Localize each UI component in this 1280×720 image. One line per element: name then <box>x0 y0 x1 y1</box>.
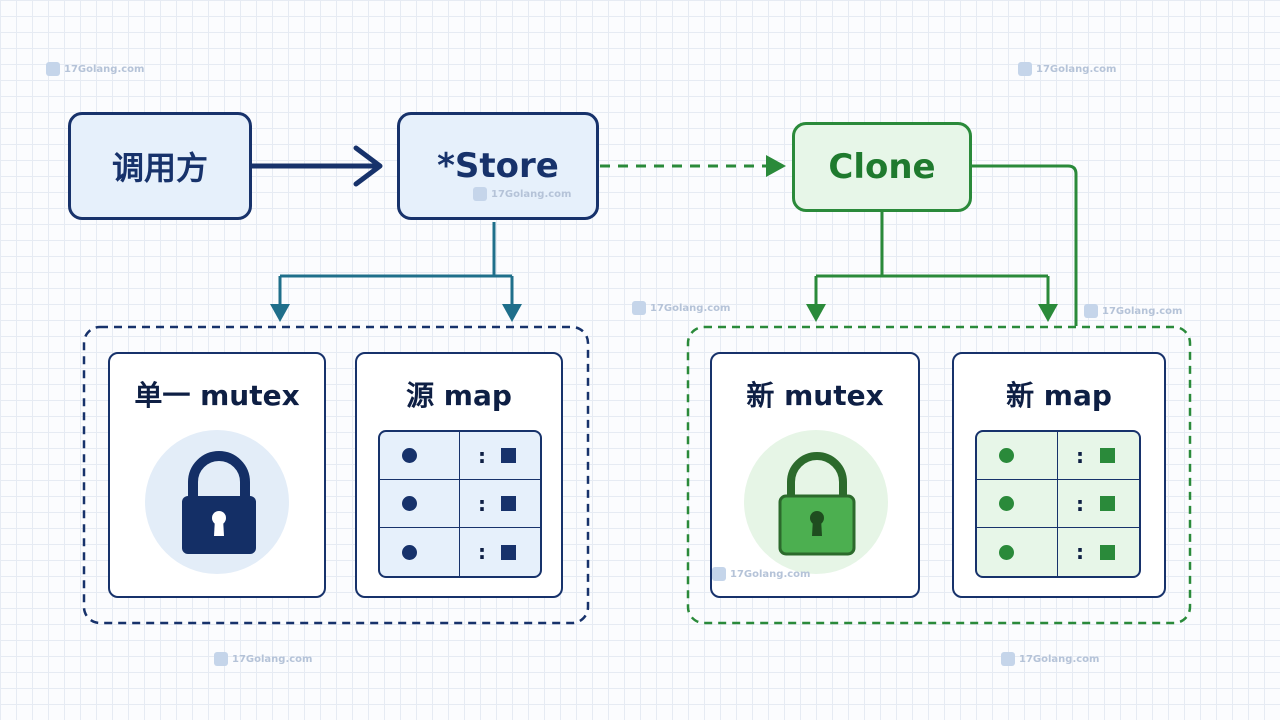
caller-node: 调用方 <box>68 112 252 220</box>
watermark: 17Golang.com <box>473 187 571 201</box>
clone-node: Clone <box>792 122 972 212</box>
watermark: 17Golang.com <box>632 301 730 315</box>
watermark: 17Golang.com <box>46 62 144 76</box>
store-label: *Store <box>437 146 559 186</box>
map-value-cell: : <box>1058 432 1139 480</box>
new-map-table: : : : <box>975 430 1141 578</box>
new-mutex-panel: 新 mutex <box>710 352 920 598</box>
map-value-cell: : <box>1058 528 1139 576</box>
watermark: 17Golang.com <box>1084 304 1182 318</box>
map-value-cell: : <box>460 432 540 480</box>
watermark: 17Golang.com <box>712 567 810 581</box>
store-split-arrows <box>270 222 522 322</box>
watermark: 17Golang.com <box>1001 652 1099 666</box>
new-map-panel: 新 map : : : <box>952 352 1166 598</box>
clone-split-arrows <box>806 164 1078 326</box>
source-map-title: 源 map <box>406 379 512 412</box>
map-key-cell <box>977 528 1058 576</box>
lock-icon <box>182 451 256 554</box>
source-mutex-panel: 单一 mutex <box>108 352 326 598</box>
map-key-cell <box>380 432 460 480</box>
store-node: *Store <box>397 112 599 220</box>
map-key-cell <box>977 480 1058 528</box>
source-mutex-title: 单一 mutex <box>134 379 300 412</box>
source-map-table: : : : <box>378 430 542 578</box>
new-mutex-title: 新 mutex <box>746 379 884 412</box>
source-map-panel: 源 map : : : <box>355 352 563 598</box>
watermark: 17Golang.com <box>1018 62 1116 76</box>
caller-to-store-arrow <box>252 145 383 187</box>
store-to-clone-arrow <box>600 155 786 177</box>
lock-icon <box>778 452 856 556</box>
map-key-cell <box>977 432 1058 480</box>
map-value-cell: : <box>460 480 540 528</box>
map-key-cell <box>380 480 460 528</box>
clone-label: Clone <box>828 147 936 187</box>
map-key-cell <box>380 528 460 576</box>
map-value-cell: : <box>1058 480 1139 528</box>
new-map-title: 新 map <box>1006 379 1112 412</box>
watermark: 17Golang.com <box>214 652 312 666</box>
caller-label: 调用方 <box>111 149 208 187</box>
map-value-cell: : <box>460 528 540 576</box>
source-group-container <box>82 325 590 625</box>
